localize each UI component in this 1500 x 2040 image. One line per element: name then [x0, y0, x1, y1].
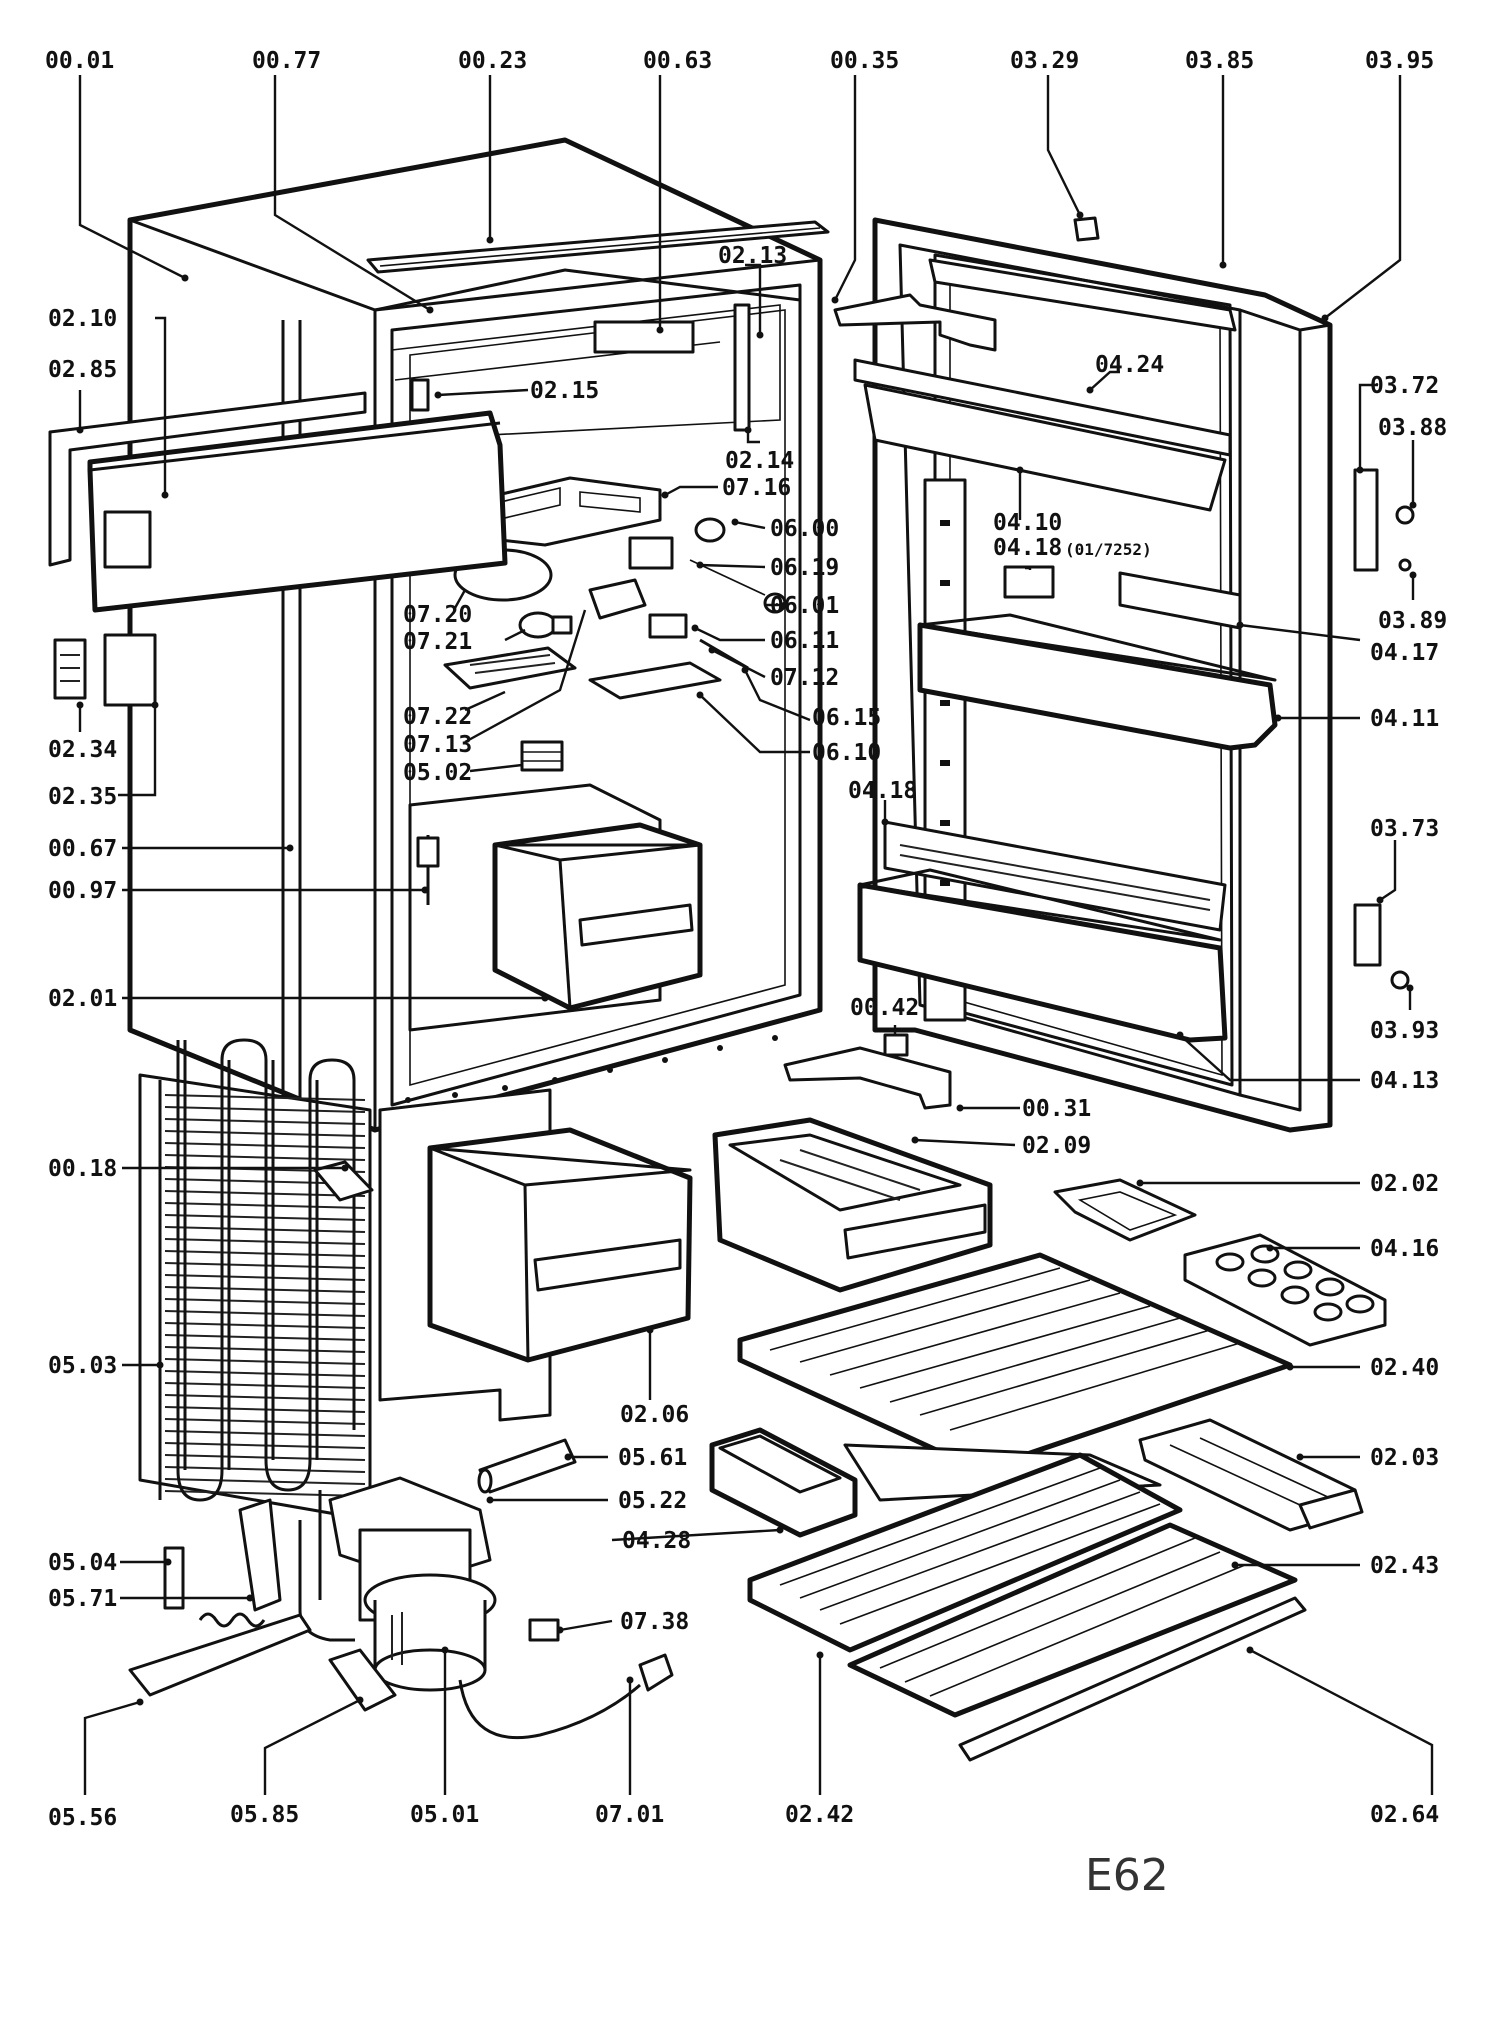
callout-00-18: 00.18	[48, 1156, 117, 1182]
callout-labels: 00.01 00.77 00.23 00.63 00.35 03.29 03.8…	[45, 48, 1447, 1831]
callout-02-02: 02.02	[1370, 1171, 1439, 1197]
callout-05-04: 05.04	[48, 1550, 117, 1576]
callout-04-18a-note: (01/7252)	[1065, 540, 1152, 559]
leader-lines	[78, 75, 1434, 1795]
callout-07-20: 07.20	[403, 602, 472, 628]
shelf-02-40	[737, 1252, 1293, 1502]
callout-06-11: 06.11	[770, 628, 839, 654]
callout-00-35: 00.35	[830, 48, 899, 74]
callout-06-19: 06.19	[770, 555, 839, 581]
callout-07-13: 07.13	[403, 732, 472, 758]
condenser-fin	[164, 1466, 366, 1473]
callout-07-12: 07.12	[770, 665, 839, 691]
condenser-fin	[164, 1478, 366, 1485]
callout-04-17: 04.17	[1370, 640, 1439, 666]
callout-02-14: 02.14	[725, 448, 794, 474]
door-assembly	[833, 216, 1333, 1133]
drawer-02-01	[492, 822, 703, 1011]
callout-05-85: 05.85	[230, 1802, 299, 1828]
callout-02-42: 02.42	[785, 1802, 854, 1828]
callout-00-63: 00.63	[643, 48, 712, 74]
filter-05-61	[477, 1438, 577, 1494]
callout-05-03: 05.03	[48, 1353, 117, 1379]
callout-02-13: 02.13	[718, 243, 787, 269]
butter-box-04-28	[709, 1427, 858, 1538]
callout-02-85: 02.85	[48, 357, 117, 383]
callout-00-31: 00.31	[1022, 1096, 1091, 1122]
callout-03-85: 03.85	[1185, 48, 1254, 74]
callout-03-88: 03.88	[1378, 415, 1447, 441]
callout-05-22: 05.22	[618, 1488, 687, 1514]
ice-tray-02-03	[1138, 1418, 1364, 1532]
callout-07-22: 07.22	[403, 704, 472, 730]
drawer-02-06	[427, 1127, 693, 1363]
callout-07-16: 07.16	[722, 475, 791, 501]
condenser-fin	[164, 1490, 366, 1497]
callout-04-24: 04.24	[1095, 352, 1164, 378]
callout-03-89: 03.89	[1378, 608, 1447, 634]
shelf-02-43	[847, 1522, 1298, 1718]
callout-02-43: 02.43	[1370, 1553, 1439, 1579]
callout-03-95: 03.95	[1365, 48, 1434, 74]
callout-04-10: 04.10	[993, 510, 1062, 536]
callout-04-13: 04.13	[1370, 1068, 1439, 1094]
callout-02-40: 02.40	[1370, 1355, 1439, 1381]
callout-04-16: 04.16	[1370, 1236, 1439, 1262]
callout-02-35: 02.35	[48, 784, 117, 810]
callout-05-56: 05.56	[48, 1805, 117, 1831]
callout-00-01: 00.01	[45, 48, 114, 74]
callout-00-42: 00.42	[850, 995, 919, 1021]
callout-04-18a: 04.18	[993, 535, 1062, 561]
callout-06-10: 06.10	[812, 740, 881, 766]
callout-03-29: 03.29	[1010, 48, 1079, 74]
strip-02-64	[958, 1596, 1307, 1762]
shelf-02-42	[747, 1452, 1183, 1653]
callout-02-10: 02.10	[48, 306, 117, 332]
small-parts-lower-left	[128, 1498, 397, 1712]
callout-02-01: 02.01	[48, 986, 117, 1012]
callout-05-71: 05.71	[48, 1586, 117, 1612]
callout-02-06: 02.06	[620, 1402, 689, 1428]
control-panel-group	[416, 476, 787, 905]
callout-04-18b: 04.18	[848, 778, 917, 804]
callout-03-72: 03.72	[1370, 373, 1439, 399]
callout-04-11: 04.11	[1370, 706, 1439, 732]
callout-00-23: 00.23	[458, 48, 527, 74]
freezer-box-02-09	[712, 1117, 993, 1293]
callout-00-97: 00.97	[48, 878, 117, 904]
callout-02-64: 02.64	[1370, 1802, 1439, 1828]
compressor-assembly	[298, 1476, 674, 1740]
callout-06-01: 06.01	[770, 593, 839, 619]
callout-02-15: 02.15	[530, 378, 599, 404]
drawing-code: E62	[1085, 1850, 1169, 1901]
hinge-hardware	[783, 468, 1415, 1110]
callout-02-34: 02.34	[48, 737, 117, 763]
callout-07-38: 07.38	[620, 1609, 689, 1635]
callout-05-01: 05.01	[410, 1802, 479, 1828]
egg-tray-04-16	[1183, 1233, 1387, 1347]
callout-07-21: 07.21	[403, 629, 472, 655]
door-frame-left	[48, 391, 508, 707]
callout-05-61: 05.61	[618, 1445, 687, 1471]
callout-06-15: 06.15	[812, 705, 881, 731]
callout-00-67: 00.67	[48, 836, 117, 862]
part-02-02	[1053, 1178, 1197, 1242]
callout-04-28: 04.28	[622, 1528, 691, 1554]
callout-03-73: 03.73	[1370, 816, 1439, 842]
callout-03-93: 03.93	[1370, 1018, 1439, 1044]
callout-02-09: 02.09	[1022, 1133, 1091, 1159]
callout-06-00: 06.00	[770, 516, 839, 542]
callout-00-77: 00.77	[252, 48, 321, 74]
callout-05-02: 05.02	[403, 760, 472, 786]
callout-07-01: 07.01	[595, 1802, 664, 1828]
callout-02-03: 02.03	[1370, 1445, 1439, 1471]
leader-dots	[76, 211, 1417, 1706]
